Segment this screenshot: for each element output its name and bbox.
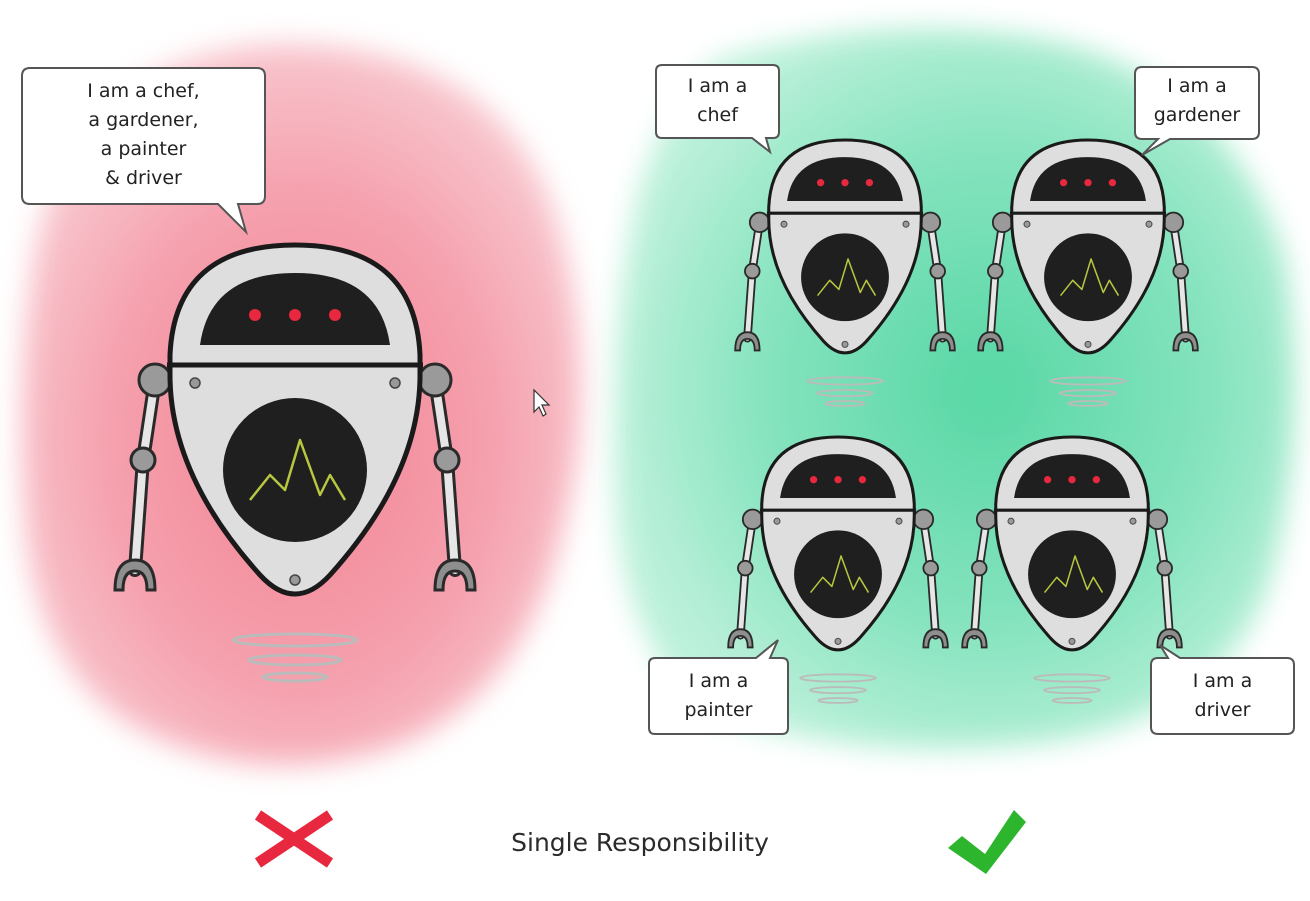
- checkmark-icon: [948, 810, 1026, 874]
- speech-bubble-gardener: [1134, 66, 1260, 156]
- speech-bubble-painter: [648, 639, 789, 735]
- caption-single-responsibility: Single Responsibility: [511, 828, 769, 857]
- cross-icon: [254, 810, 334, 868]
- speech-bubble-chef: [655, 64, 780, 155]
- mouse-cursor-icon: [533, 388, 551, 417]
- speech-bubble-driver: [1150, 644, 1295, 735]
- speech-bubble-multi: [21, 67, 266, 236]
